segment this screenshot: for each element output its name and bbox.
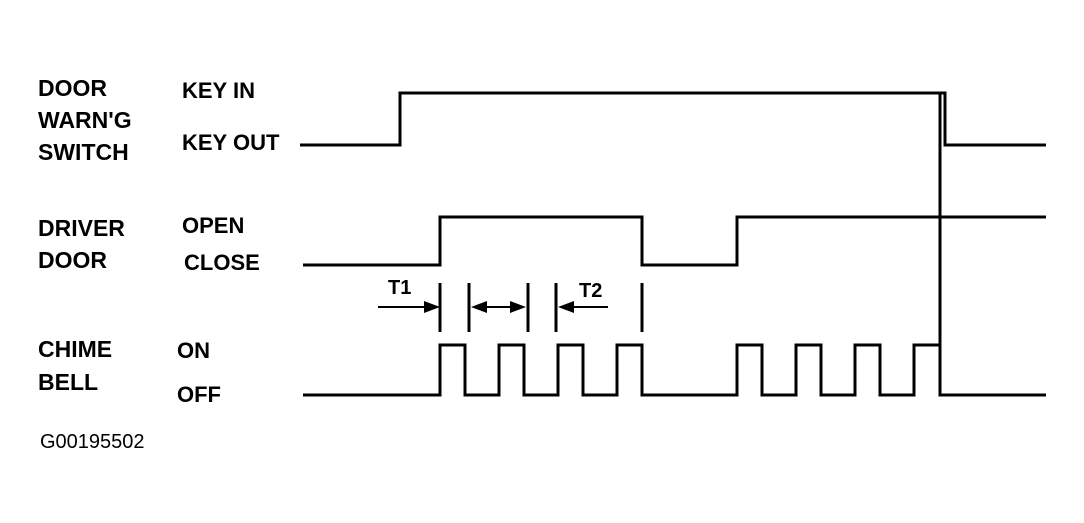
door-switch-name-line-3: SWITCH: [38, 139, 129, 165]
door-switch-state-high: KEY IN: [182, 78, 255, 103]
door-switch-name: DOOR WARN'G SWITCH: [38, 75, 132, 165]
door-switch-waveform: [300, 91, 1046, 147]
interval-double-arrow: [471, 301, 526, 313]
chime-bell-state-high: ON: [177, 338, 210, 363]
figure-id: G00195502: [40, 431, 145, 453]
t1-arrow: [378, 301, 440, 313]
driver-door-name-line-1: DRIVER: [38, 215, 125, 241]
t1-label: T1: [388, 277, 411, 299]
chime-bell-name-line-1: CHIME: [38, 336, 112, 362]
driver-door-state-low: CLOSE: [184, 250, 260, 275]
chime-bell-state-low: OFF: [177, 382, 221, 407]
driver-door-waveform: [303, 215, 1046, 267]
driver-door-name-line-2: DOOR: [38, 247, 107, 273]
t2-label: T2: [579, 280, 602, 302]
t2-arrow: [558, 301, 608, 313]
driver-door-name: DRIVER DOOR: [38, 215, 125, 273]
door-switch-name-line-1: DOOR: [38, 75, 107, 101]
chime-bell-waveform: [303, 343, 1046, 397]
chime-bell-name: CHIME BELL: [38, 336, 112, 395]
door-switch-state-low: KEY OUT: [182, 130, 280, 155]
driver-door-state-high: OPEN: [182, 213, 244, 238]
door-switch-name-line-2: WARN'G: [38, 107, 132, 133]
chime-bell-name-line-2: BELL: [38, 369, 98, 395]
